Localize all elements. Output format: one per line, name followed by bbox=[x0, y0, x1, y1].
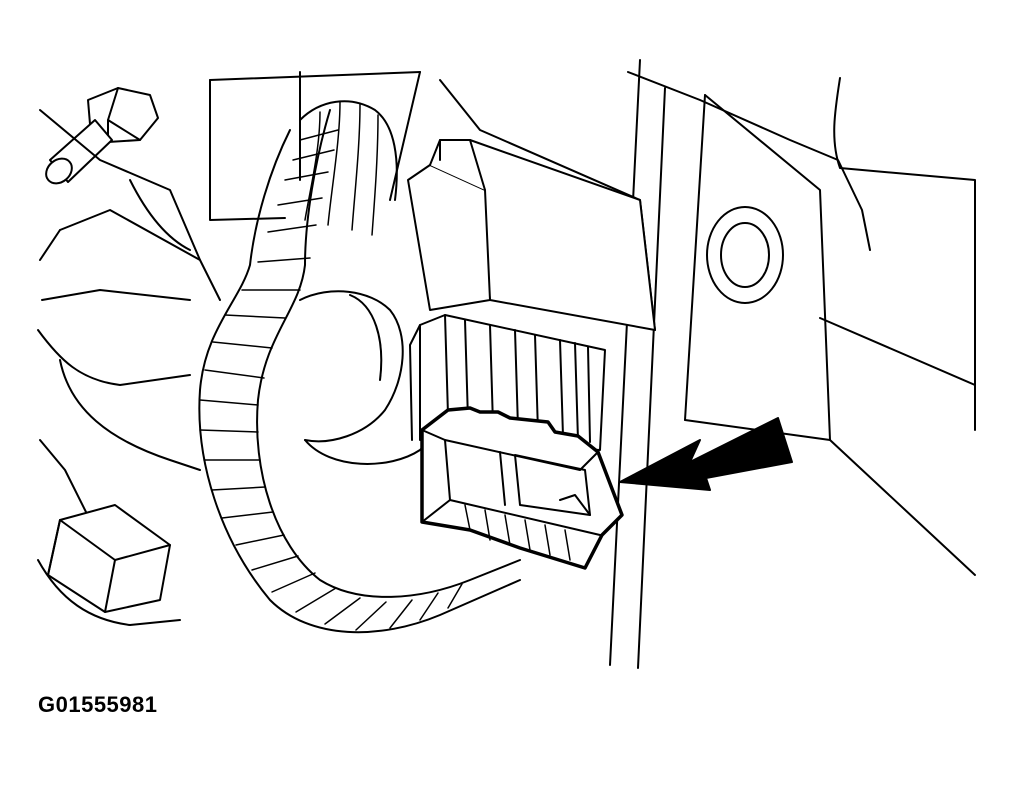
left-assembly bbox=[37, 109, 221, 626]
wiring-harness-loop bbox=[198, 109, 521, 634]
upper-cable bbox=[299, 100, 398, 236]
mounting-hole bbox=[706, 206, 784, 304]
wiring-harness-connector-illustration bbox=[37, 59, 976, 669]
mounting-block bbox=[407, 139, 656, 331]
harness-grommet bbox=[299, 290, 431, 465]
body-panel bbox=[609, 59, 976, 669]
highlighted-connector bbox=[420, 406, 624, 570]
callout-arrow bbox=[619, 417, 793, 491]
small-block bbox=[47, 504, 171, 613]
bolt bbox=[45, 87, 159, 185]
figure-id-label: G01555981 bbox=[38, 692, 158, 717]
